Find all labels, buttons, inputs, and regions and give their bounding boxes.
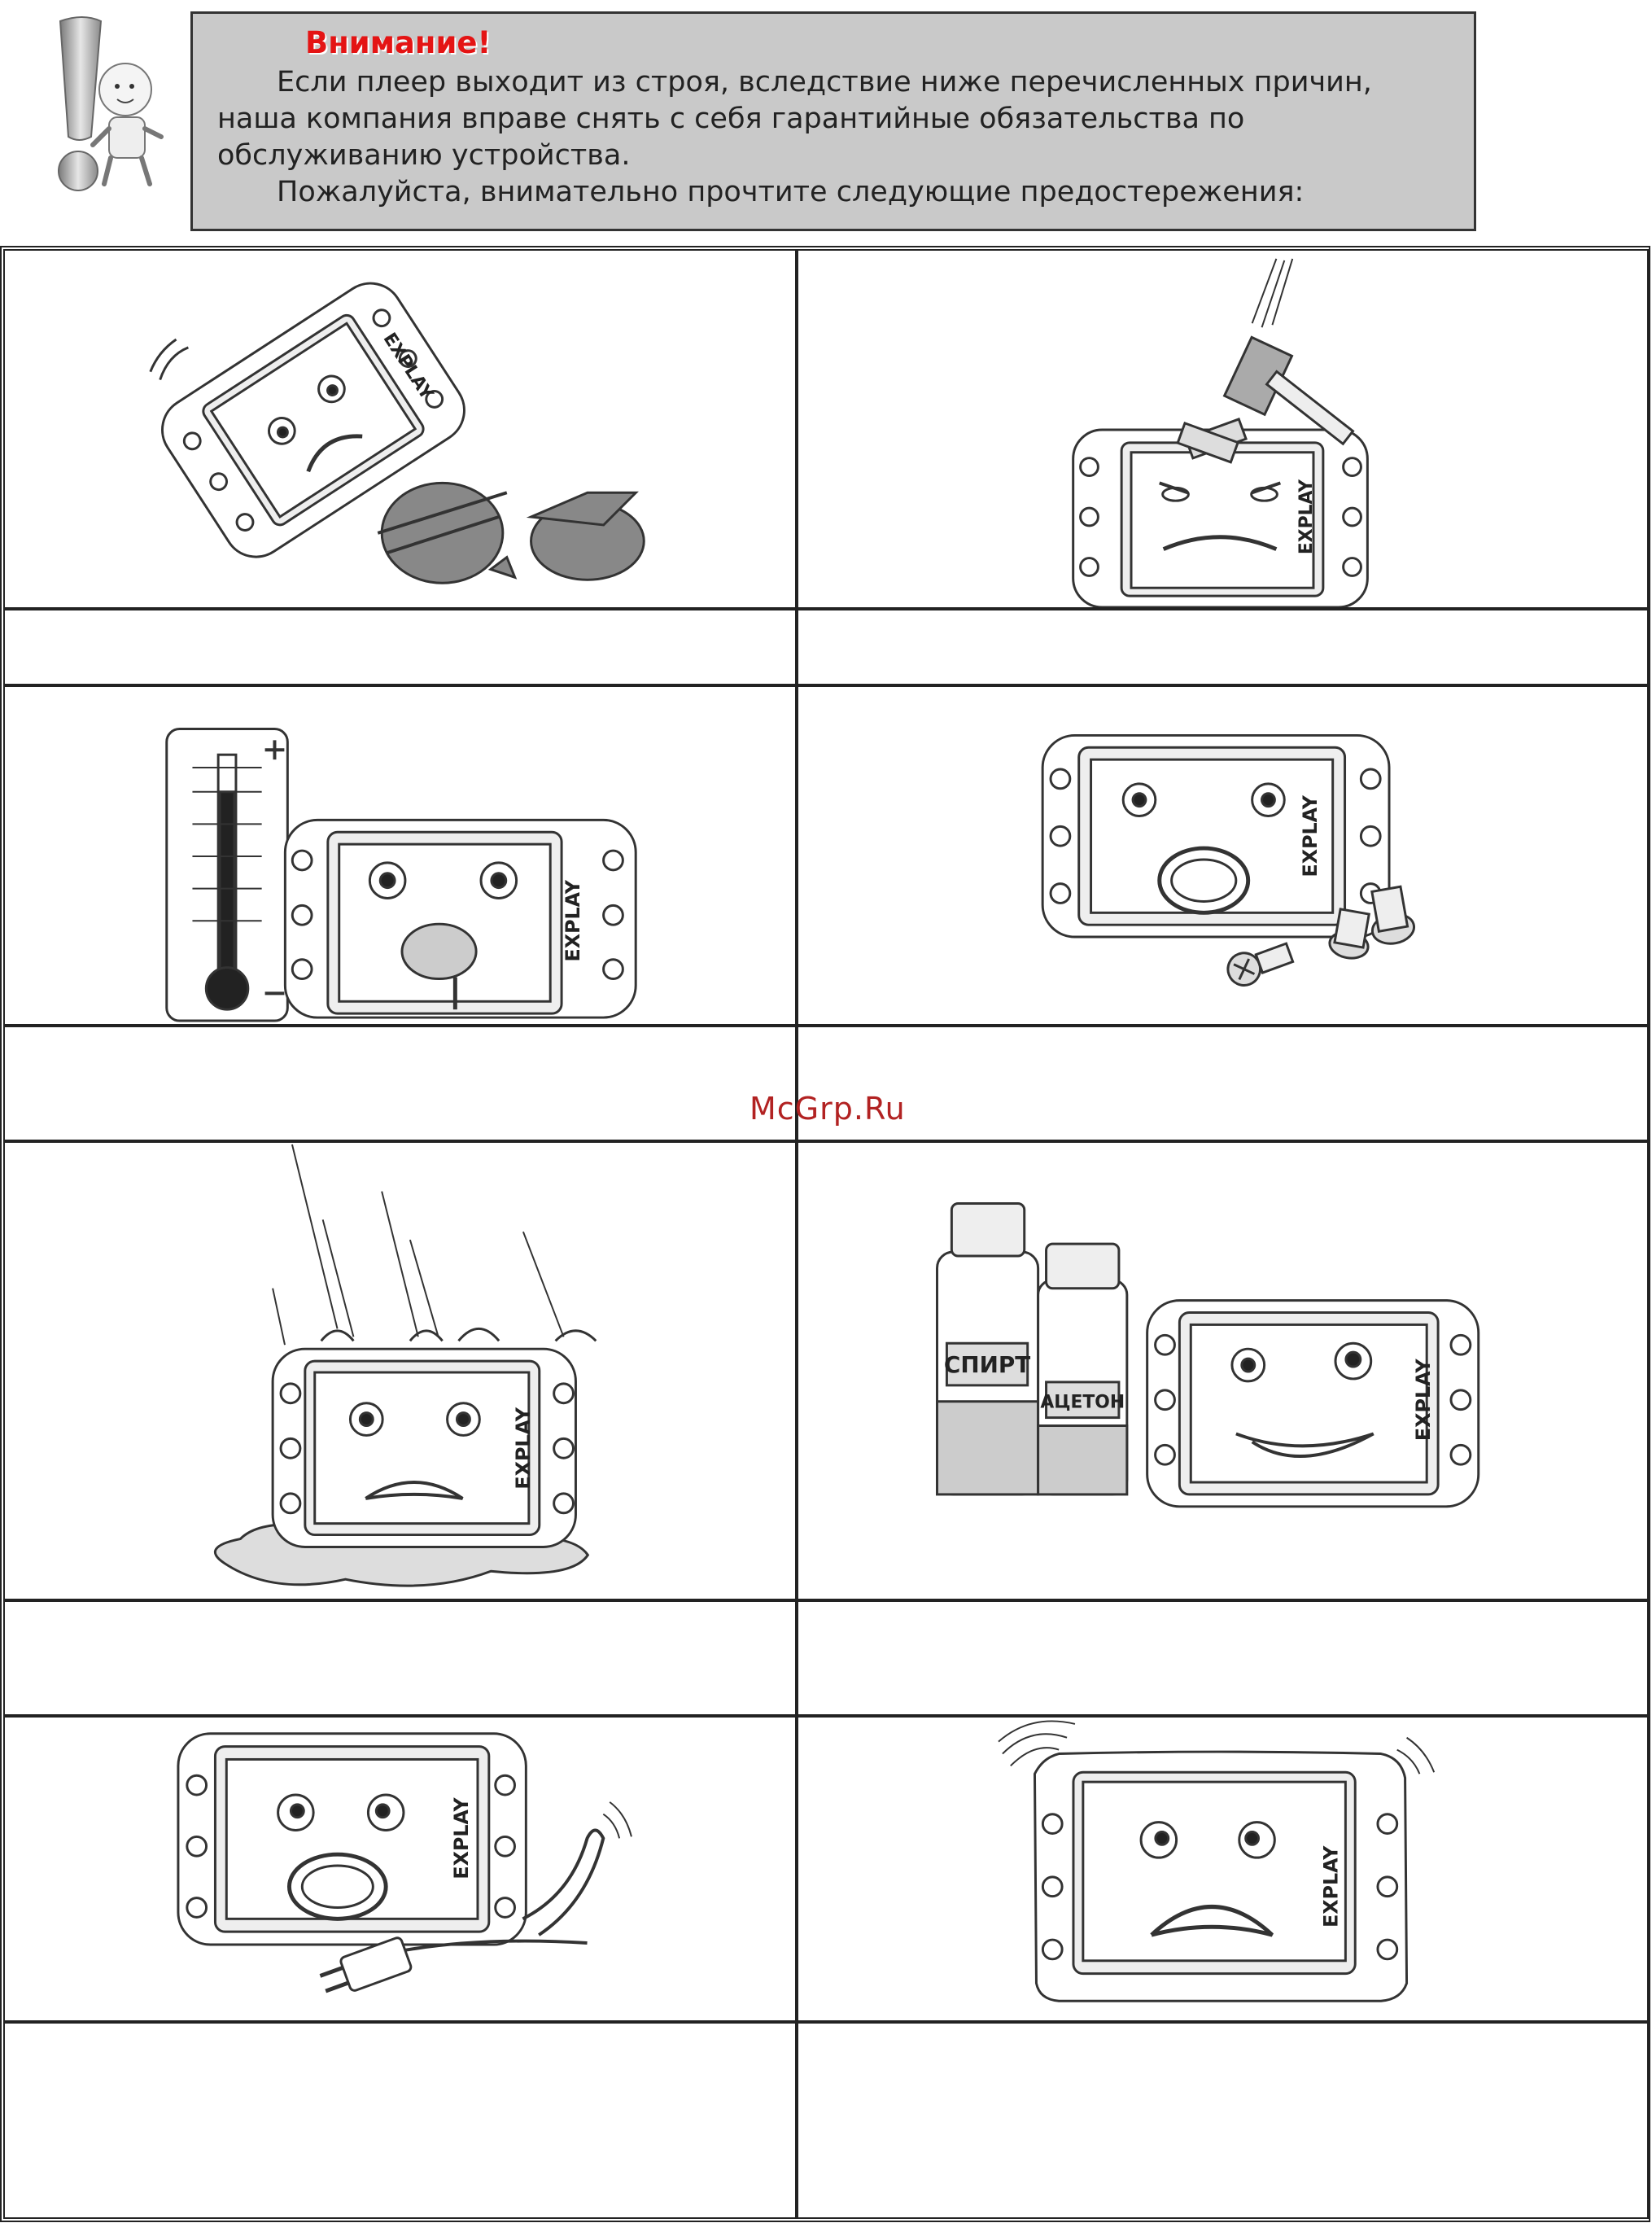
- caption-cell: [797, 2022, 1649, 2219]
- illustration-temperature-extremes: EXPLAY: [3, 685, 797, 1026]
- warning-notice-box: Внимание! Если плеер выходит из строя, в…: [190, 11, 1476, 231]
- warning-mascot-logo: [50, 15, 173, 195]
- device-brand-label: EXPLAY: [1296, 479, 1317, 554]
- device-brand-label: EXPLAY: [1319, 1845, 1342, 1928]
- illustration-water-exposure: EXPLAY: [3, 1141, 797, 1600]
- bottle-label-alcohol: СПИРТ: [944, 1351, 1030, 1378]
- caption-cell: [797, 1026, 1649, 1141]
- bottle-label-acetone: АЦЕТОН: [1040, 1393, 1125, 1413]
- notice-title: Внимание!: [305, 25, 492, 60]
- illustration-disassembly-screws: EXPLAY: [797, 685, 1649, 1026]
- caption-cell: [3, 609, 797, 685]
- caption-cell: [797, 1600, 1649, 1716]
- caption-cell: [3, 2022, 797, 2219]
- illustration-hammer-strike: EXPLAY: [797, 249, 1649, 609]
- device-brand-label: EXPLAY: [450, 1796, 473, 1879]
- illustration-power-cable: EXPLAY: [3, 1716, 797, 2022]
- notice-paragraph-read-carefully: Пожалуйста, внимательно прочтите следующ…: [277, 176, 1305, 208]
- device-brand-label: EXPLAY: [512, 1407, 535, 1489]
- caption-cell: [3, 1600, 797, 1716]
- illustration-chemicals: СПИРТ АЦЕТОН EXPLAY: [797, 1141, 1649, 1600]
- caption-cell: [797, 609, 1649, 685]
- caption-cell: [3, 1026, 797, 1141]
- watermark: McGrp.Ru: [750, 1091, 906, 1127]
- illustration-vibration: EXPLAY: [797, 1716, 1649, 2022]
- notice-paragraph-warranty: Если плеер выходит из строя, вследствие …: [217, 66, 1372, 172]
- device-brand-label: EXPLAY: [562, 879, 584, 961]
- device-brand-label: EXPLAY: [1299, 794, 1322, 877]
- device-brand-label: EXPLAY: [1412, 1359, 1435, 1441]
- notice-body: Если плеер выходит из строя, вследствие …: [217, 64, 1454, 211]
- precautions-table: EXPLAY: [0, 246, 1650, 2222]
- illustration-crushing-nut: EXPLAY: [3, 249, 797, 609]
